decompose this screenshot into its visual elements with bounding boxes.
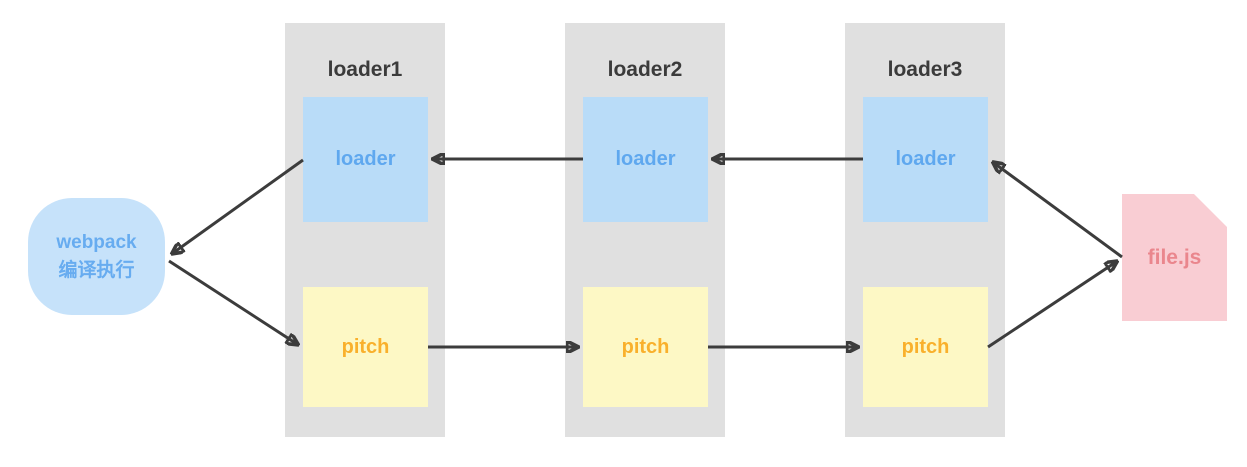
webpack-node-label-line2: 编译执行 <box>58 259 135 281</box>
file-js-node-label: file.js <box>1147 245 1202 269</box>
loader3-pitch-phase-box: pitch <box>863 287 988 407</box>
loader2-column-title: loader2 <box>607 58 683 81</box>
loader2-column: loader2 loader pitch <box>565 23 725 437</box>
loader3-column: loader3 loader pitch <box>845 23 1005 437</box>
loader1-normal-phase-box: loader <box>303 97 428 222</box>
loader1-column-title: loader1 <box>327 58 403 81</box>
loader1-pitch-phase-box: pitch <box>303 287 428 407</box>
loader3-normal-phase-label: loader <box>895 148 956 170</box>
loader2-normal-phase-box: loader <box>583 97 708 222</box>
file-js-node: file.js <box>1122 194 1227 321</box>
loader3-column-title: loader3 <box>887 58 963 81</box>
loader1-pitch-phase-label: pitch <box>341 335 390 358</box>
arrow-file-to-loader3-icon <box>994 163 1123 259</box>
arrow-loader1-to-webpack-icon <box>173 158 304 253</box>
loader3-pitch-phase-label: pitch <box>901 335 950 358</box>
loader2-normal-phase-label: loader <box>615 148 676 170</box>
arrow-webpack-to-pitch1-icon <box>168 259 297 344</box>
loader3-normal-phase-box: loader <box>863 97 988 222</box>
loader1-column: loader1 loader pitch <box>285 23 445 437</box>
loader2-pitch-phase-box: pitch <box>583 287 708 407</box>
webpack-node: webpack 编译执行 <box>28 198 165 315</box>
loader2-pitch-phase-label: pitch <box>621 335 670 358</box>
arrow-pitch3-to-file-icon <box>987 262 1116 349</box>
loader1-normal-phase-label: loader <box>335 148 396 170</box>
webpack-node-label-line1: webpack <box>56 231 137 253</box>
